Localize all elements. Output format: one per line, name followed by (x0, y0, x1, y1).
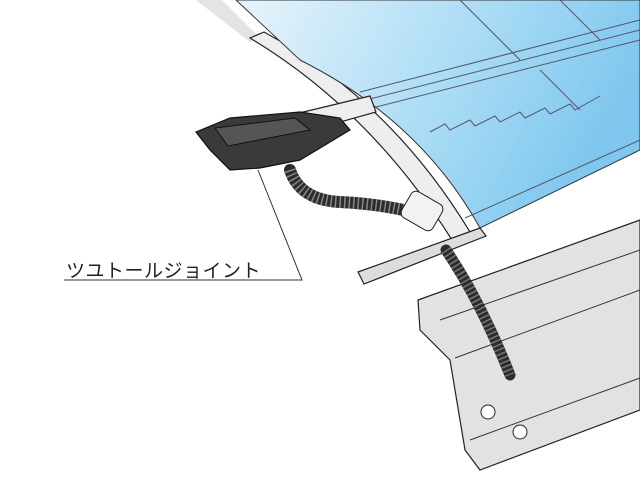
callout-label: ツユトールジョイント (66, 260, 262, 282)
callout-leader (64, 169, 303, 281)
gutter-pipe-end (480, 404, 496, 420)
drain-hose (284, 164, 418, 218)
support-bar (357, 227, 487, 285)
background-stripe (196, 0, 262, 42)
gutter-pipe-end (512, 424, 528, 440)
roof-panel (235, 0, 640, 229)
gutter (417, 219, 640, 471)
gutter-lines (439, 249, 640, 441)
panel-ridges (359, 0, 640, 219)
hose-clamp (400, 190, 444, 232)
